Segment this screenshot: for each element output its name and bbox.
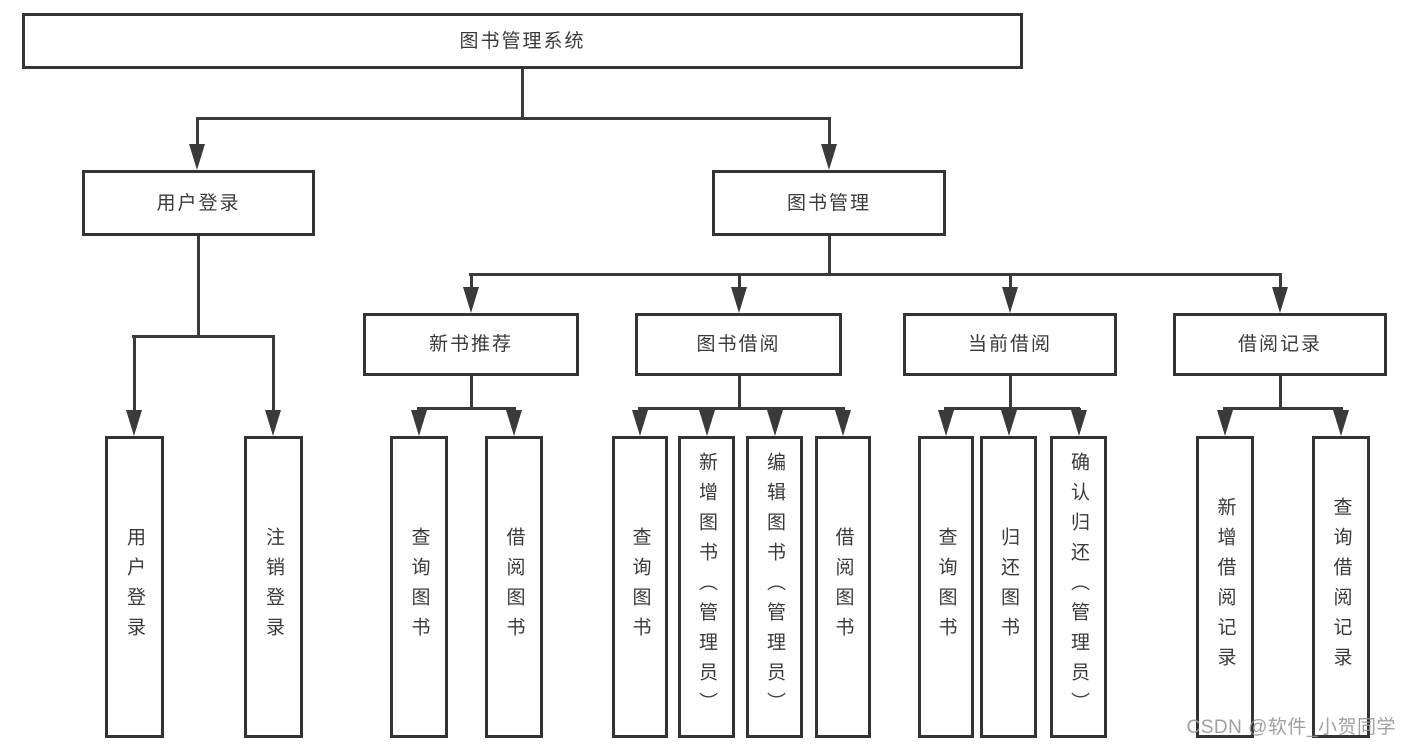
node-book-management: 图书管理	[712, 170, 946, 236]
leaf-query-book-newrec: 查询图书	[390, 436, 448, 738]
connector-vline	[1008, 376, 1012, 410]
leaf-query-book-current: 查询图书	[918, 436, 974, 738]
connector-hline	[417, 407, 516, 410]
connector-arrowhead-icon	[632, 410, 648, 436]
connector-arrowhead-icon	[189, 144, 205, 170]
leaf-return-book: 归还图书	[980, 436, 1037, 738]
leaf-edit-book-admin: 编辑图书（管理员）	[746, 436, 803, 738]
leaf-borrow-book-newrec: 借阅图书	[485, 436, 543, 738]
connector-arrowhead-icon	[1002, 287, 1018, 313]
connector-hline	[196, 117, 831, 120]
connector-vline	[827, 236, 831, 276]
connector-hline	[944, 407, 1080, 410]
leaf-query-borrow-record: 查询借阅记录	[1312, 436, 1370, 738]
connector-hline	[469, 273, 1282, 276]
connector-arrowhead-icon	[731, 287, 747, 313]
node-new-book-recommend: 新书推荐	[363, 313, 579, 376]
connector-arrowhead-icon	[699, 410, 715, 436]
connector-arrowhead-icon	[265, 410, 281, 436]
connector-arrow-stem	[271, 335, 275, 412]
connector-vline	[520, 69, 524, 120]
node-borrowing-records: 借阅记录	[1173, 313, 1387, 376]
connector-arrow-stem	[1008, 274, 1012, 289]
connector-arrowhead-icon	[1001, 410, 1017, 436]
connector-arrowhead-icon	[835, 410, 851, 436]
node-user-login: 用户登录	[82, 170, 315, 236]
connector-arrowhead-icon	[767, 410, 783, 436]
connector-arrowhead-icon	[1071, 410, 1087, 436]
connector-arrow-stem	[195, 117, 199, 146]
connector-arrowhead-icon	[821, 144, 837, 170]
node-book-borrowing: 图书借阅	[635, 313, 842, 376]
leaf-add-borrow-record: 新增借阅记录	[1196, 436, 1254, 738]
connector-arrowhead-icon	[126, 410, 142, 436]
connector-arrowhead-icon	[463, 287, 479, 313]
leaf-query-book-borrow: 查询图书	[612, 436, 668, 738]
connector-vline	[1278, 376, 1282, 410]
leaf-confirm-return-admin: 确认归还（管理员）	[1050, 436, 1107, 738]
connector-hline	[638, 407, 845, 410]
connector-hline	[132, 335, 275, 338]
connector-arrow-stem	[737, 274, 741, 289]
leaf-logout: 注销登录	[244, 436, 303, 738]
node-root-library-management-system: 图书管理系统	[22, 13, 1023, 69]
connector-arrow-stem	[132, 335, 136, 412]
connector-vline	[196, 236, 200, 338]
leaf-user-login: 用户登录	[105, 436, 164, 738]
connector-arrowhead-icon	[1272, 287, 1288, 313]
connector-vline	[737, 376, 741, 410]
connector-hline	[1223, 407, 1343, 410]
leaf-add-book-admin: 新增图书（管理员）	[678, 436, 735, 738]
connector-vline	[469, 376, 473, 410]
connector-arrowhead-icon	[411, 410, 427, 436]
connector-arrowhead-icon	[506, 410, 522, 436]
connector-arrow-stem	[1278, 274, 1282, 289]
node-current-borrowing: 当前借阅	[903, 313, 1117, 376]
connector-arrowhead-icon	[938, 410, 954, 436]
csdn-watermark: CSDN @软件_小贺同学	[1186, 717, 1396, 738]
connector-arrow-stem	[469, 274, 473, 289]
leaf-borrow-book-borrow: 借阅图书	[815, 436, 871, 738]
connector-arrowhead-icon	[1217, 410, 1233, 436]
connector-arrow-stem	[827, 117, 831, 146]
connector-arrowhead-icon	[1333, 410, 1349, 436]
